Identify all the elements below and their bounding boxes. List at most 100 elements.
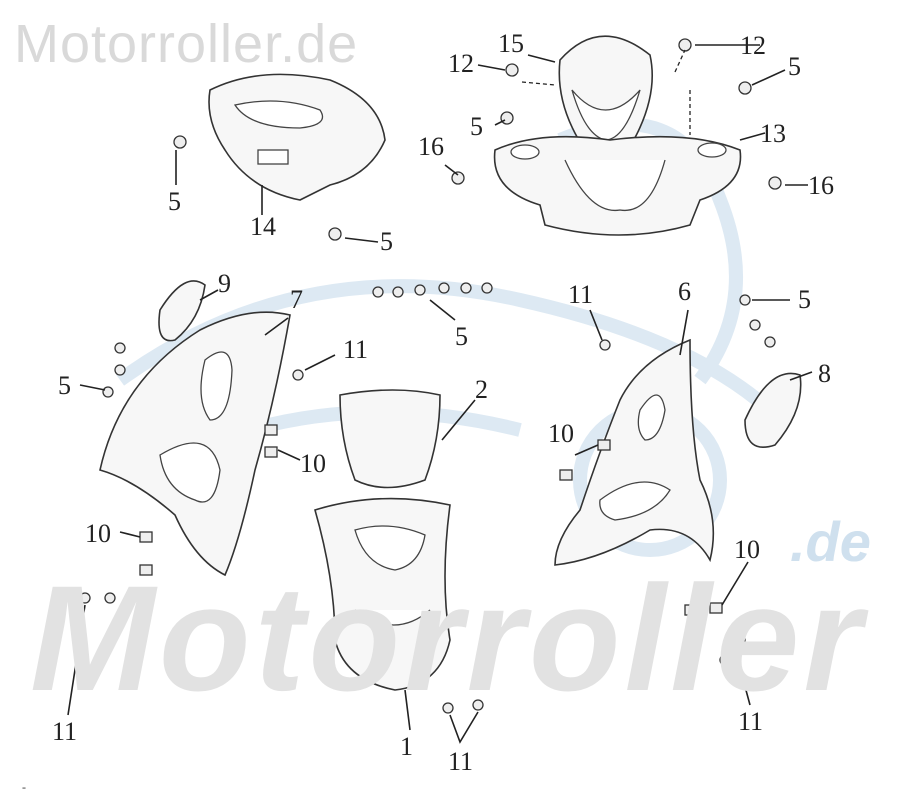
diagram-shape bbox=[674, 49, 686, 73]
screw-mark bbox=[114, 342, 126, 354]
diagram-shape bbox=[564, 159, 666, 212]
label-6: 6 bbox=[678, 277, 691, 306]
diagram-shape bbox=[441, 399, 476, 441]
diagram-shape bbox=[739, 667, 751, 706]
screw-mark bbox=[79, 592, 91, 604]
screw-mark bbox=[442, 702, 454, 714]
diagram-shape bbox=[304, 354, 336, 371]
screw-mark bbox=[738, 81, 752, 95]
diagram-shape bbox=[264, 317, 289, 336]
screw-mark bbox=[264, 424, 278, 436]
diagram-shape bbox=[79, 384, 106, 391]
part-14-rear-cover bbox=[208, 73, 386, 201]
label-5: 5 bbox=[470, 112, 483, 141]
label-12: 12 bbox=[448, 49, 474, 78]
label-11: 11 bbox=[738, 707, 763, 736]
screw-mark bbox=[264, 446, 278, 458]
diagram-shape bbox=[739, 132, 766, 141]
screw-mark bbox=[139, 564, 153, 576]
label-5: 5 bbox=[58, 371, 71, 400]
diagram-shape bbox=[599, 481, 671, 521]
watermark-de: .de bbox=[790, 510, 871, 573]
label-13: 13 bbox=[760, 119, 786, 148]
diagram-shape bbox=[119, 531, 141, 538]
screw-mark bbox=[739, 294, 751, 306]
diagram-shape bbox=[159, 442, 221, 503]
part-7-left-cover bbox=[99, 311, 291, 577]
diagram-shape bbox=[789, 371, 813, 381]
screw-mark bbox=[292, 369, 304, 381]
part-13-handlebar-cover bbox=[493, 135, 742, 236]
screw-mark bbox=[460, 282, 472, 294]
label-5: 5 bbox=[168, 187, 181, 216]
label-11: 11 bbox=[343, 335, 368, 364]
part-15-windscreen bbox=[558, 35, 653, 165]
screw-mark bbox=[328, 227, 342, 241]
screw-mark bbox=[684, 604, 698, 616]
label-5: 5 bbox=[380, 227, 393, 256]
screw-mark bbox=[173, 135, 187, 149]
diagram-shape bbox=[571, 89, 641, 141]
screw-mark bbox=[764, 336, 776, 348]
label-5: 5 bbox=[798, 285, 811, 314]
diagram-shape bbox=[721, 561, 749, 606]
screw-mark bbox=[734, 634, 746, 646]
diagram-shape bbox=[574, 444, 599, 456]
diagram-shape bbox=[429, 299, 456, 321]
diagram-shape bbox=[637, 394, 666, 441]
screw-mark bbox=[709, 602, 723, 614]
label-5: 5 bbox=[455, 322, 468, 351]
screw-mark bbox=[114, 364, 126, 376]
screw-mark bbox=[481, 282, 493, 294]
diagram-shape bbox=[751, 69, 786, 86]
screw-mark bbox=[139, 531, 153, 543]
screw-mark bbox=[438, 282, 450, 294]
label-16: 16 bbox=[808, 171, 834, 200]
diagram-shape bbox=[404, 689, 411, 731]
part-labels: 15 12 12 5 5 13 16 16 5 14 5 9 7 5 11 5 … bbox=[52, 29, 834, 776]
diagram-shape bbox=[679, 309, 689, 356]
screw-mark bbox=[102, 386, 114, 398]
diagram-shape bbox=[521, 81, 556, 86]
screw-mark bbox=[451, 171, 465, 185]
diagram-shape bbox=[697, 142, 727, 158]
label-1: 1 bbox=[400, 732, 413, 761]
part-2-inner-panel bbox=[339, 389, 441, 489]
part-9-left-indicator bbox=[158, 280, 206, 342]
diagram-shape bbox=[449, 711, 479, 744]
label-10: 10 bbox=[734, 535, 760, 564]
diagram-shape bbox=[527, 54, 556, 63]
label-2: 2 bbox=[475, 375, 488, 404]
screw-mark bbox=[719, 654, 731, 666]
screw-mark bbox=[768, 176, 782, 190]
screw-mark bbox=[372, 286, 384, 298]
diagram-shape bbox=[208, 73, 386, 201]
label-10: 10 bbox=[85, 519, 111, 548]
screw-mark bbox=[678, 38, 692, 52]
screw-mark bbox=[392, 286, 404, 298]
label-11: 11 bbox=[448, 747, 473, 776]
label-5: 5 bbox=[788, 52, 801, 81]
screw-mark bbox=[749, 319, 761, 331]
label-10: 10 bbox=[548, 419, 574, 448]
label-14: 14 bbox=[250, 212, 276, 241]
diagram-shape bbox=[354, 525, 426, 571]
label-12: 12 bbox=[740, 31, 766, 60]
screws bbox=[79, 38, 782, 714]
diagram-shape bbox=[354, 609, 431, 626]
screw-mark bbox=[500, 111, 514, 125]
label-9: 9 bbox=[218, 269, 231, 298]
label-11: 11 bbox=[52, 717, 77, 746]
screw-mark bbox=[597, 439, 611, 451]
diagram-shape bbox=[477, 64, 506, 71]
watermark-big: Motorroller bbox=[30, 554, 866, 722]
diagram-shape bbox=[589, 309, 603, 341]
label-16: 16 bbox=[418, 132, 444, 161]
diagram-shape bbox=[233, 100, 324, 129]
diagram-shape bbox=[200, 351, 233, 421]
diagram-shape bbox=[344, 237, 379, 243]
screw-mark bbox=[257, 149, 289, 165]
label-10: 10 bbox=[300, 449, 326, 478]
